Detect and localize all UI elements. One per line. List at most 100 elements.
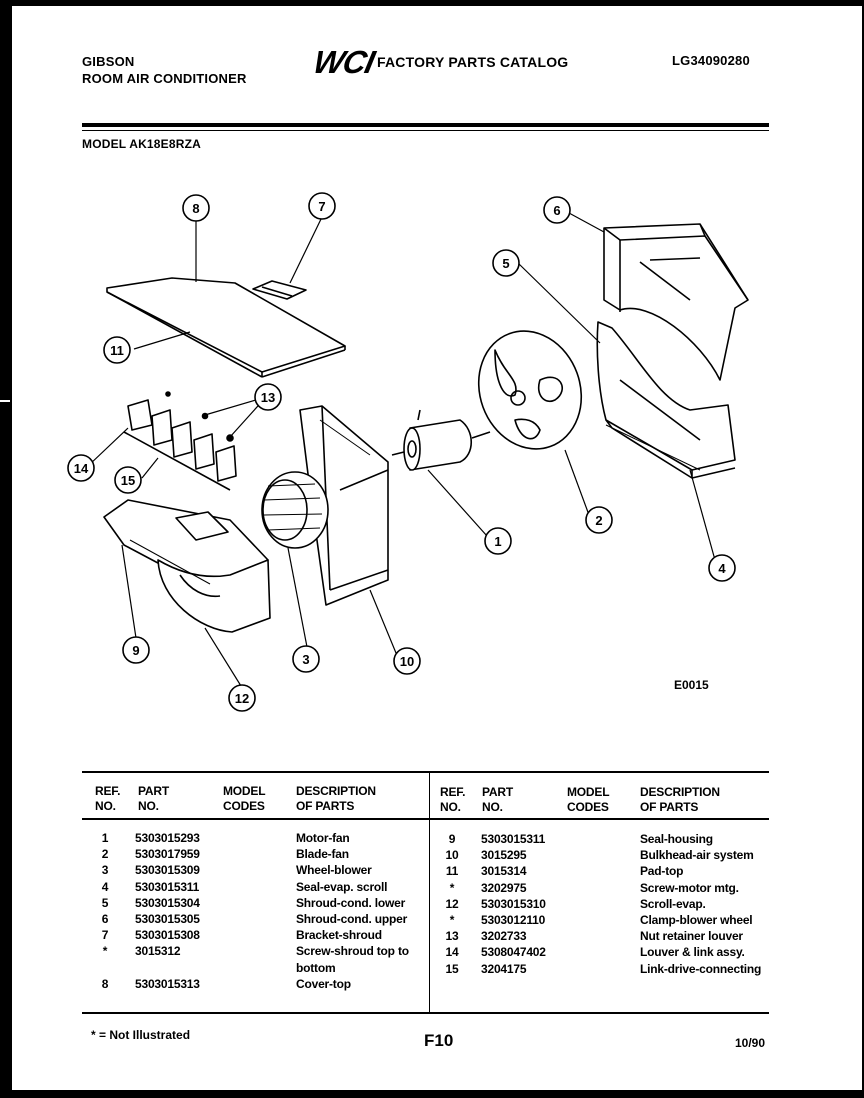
- cell-part: 3015295: [481, 848, 527, 863]
- catalog-number: LG34090280: [672, 53, 750, 68]
- shroud-lower-part: [596, 321, 736, 479]
- cell-part: 5303017959: [135, 847, 200, 862]
- callout-9: [122, 636, 150, 664]
- cell-part: 5303015311: [481, 832, 546, 846]
- cell-ref: 7: [101, 928, 109, 943]
- table-bottom-rule: [82, 1012, 769, 1014]
- cell-desc: Pad-top: [640, 864, 684, 879]
- callout-2: [585, 506, 613, 534]
- callout-14-label: 14: [74, 461, 89, 476]
- shroud-upper-part: [603, 223, 749, 381]
- callout-8-label: 8: [192, 201, 199, 216]
- cell-desc: Louver & link assy.: [640, 945, 745, 960]
- callout-14: [67, 454, 95, 482]
- callout-4: [708, 554, 736, 582]
- callout-5-label: 5: [502, 256, 509, 271]
- cell-part: 5303015293: [135, 831, 200, 845]
- cell-ref: 13: [445, 929, 459, 944]
- cell-ref: 6: [101, 912, 109, 926]
- fan-blade-part: [477, 330, 583, 450]
- table-header-rule: [82, 818, 769, 820]
- callout-15-label: 15: [121, 473, 135, 488]
- header-ref: REF.NO.: [95, 784, 121, 813]
- cover-top-part: [106, 277, 346, 378]
- callout-7: [308, 192, 336, 220]
- louver-assembly-part: [123, 391, 237, 491]
- product-name: ROOM AIR CONDITIONER: [82, 71, 247, 86]
- cell-ref: 9: [448, 832, 456, 846]
- callout-15: [114, 466, 142, 494]
- callout-9-label: 9: [132, 643, 139, 658]
- callout-4-label: 4: [718, 561, 726, 576]
- cell-desc: Nut retainer louver: [640, 929, 743, 944]
- cell-part: 5303015309: [135, 863, 200, 878]
- cell-ref: 1: [101, 831, 109, 845]
- blower-wheel-part: [261, 471, 329, 549]
- revision-date: 10/90: [735, 1036, 766, 1050]
- header-rule-thin: [82, 130, 769, 131]
- cell-part: 5303015304: [135, 895, 200, 910]
- cell-part: 5303015308: [135, 928, 200, 943]
- callout-11: [103, 336, 131, 364]
- header-rule-thick: [82, 123, 769, 127]
- cell-desc: Cover-top: [296, 976, 351, 991]
- callout-1-label: 1: [494, 534, 501, 549]
- cell-ref: *: [449, 913, 455, 927]
- cell-desc: Scroll-evap.: [640, 896, 706, 911]
- callout-8: [182, 194, 210, 222]
- callout-7-label: 7: [318, 199, 325, 214]
- cell-ref: 15: [445, 961, 459, 976]
- cell-part: 5303012110: [481, 913, 546, 927]
- cell-desc: Shroud-cond. lower: [296, 895, 406, 910]
- cell-ref: 10: [445, 848, 459, 863]
- scroll-evap-part: [103, 499, 271, 633]
- brand-name: GIBSON: [82, 54, 135, 69]
- cell-desc: Clamp-blower wheel: [640, 913, 753, 927]
- catalog-title: FACTORY PARTS CATALOG: [377, 54, 569, 70]
- cell-part: 5303015313: [135, 976, 200, 991]
- callout-6: [543, 196, 571, 224]
- cell-desc: Seal-evap. scroll: [296, 879, 388, 894]
- cell-desc: bottom: [296, 960, 336, 975]
- cell-ref: 2: [101, 847, 109, 862]
- cell-desc: Bulkhead-air system: [640, 848, 754, 863]
- callout-12: [228, 684, 256, 712]
- cell-part: 3015314: [481, 864, 527, 879]
- callout-5: [492, 249, 520, 277]
- cell-ref: 3: [101, 863, 109, 878]
- cell-part: 5303015311: [135, 879, 200, 894]
- cell-desc: Wheel-blower: [296, 863, 372, 878]
- cell-desc: Link-drive-connecting: [640, 961, 762, 976]
- cell-desc: Motor-fan: [296, 831, 350, 845]
- cell-desc: Blade-fan: [296, 847, 349, 862]
- callout-6-label: 6: [553, 203, 560, 218]
- cell-part: 5308047402: [481, 945, 546, 960]
- not-illustrated-note: * = Not Illustrated: [91, 1028, 191, 1042]
- cell-part: 3204175: [481, 961, 527, 976]
- cell-part: 3015312: [135, 944, 181, 959]
- cell-desc: Bracket-shroud: [296, 928, 382, 943]
- cell-part: 5303015305: [135, 912, 200, 926]
- cell-part: 3202733: [481, 929, 527, 944]
- cell-ref: 11: [445, 864, 459, 879]
- cell-part: 3202975: [481, 880, 527, 895]
- cell-part: 5303015310: [481, 896, 546, 911]
- cell-ref: 5: [101, 895, 109, 910]
- cell-ref: 12: [445, 896, 459, 911]
- callout-10: [393, 647, 421, 675]
- callout-13-label: 13: [261, 390, 275, 405]
- cell-desc: Shroud-cond. upper: [296, 912, 408, 926]
- edge-mark: [0, 400, 10, 402]
- callout-11-label: 11: [110, 343, 124, 358]
- exploded-parts-diagram: 8 7 6 5 11 13 14 15 2 1 4 9 3 10 12 E001…: [67, 192, 749, 712]
- motor-fan-part: [391, 409, 491, 471]
- model-label: MODEL AK18E8RZA: [82, 137, 202, 151]
- table-column-divider: [429, 773, 430, 1013]
- callout-1: [484, 527, 512, 555]
